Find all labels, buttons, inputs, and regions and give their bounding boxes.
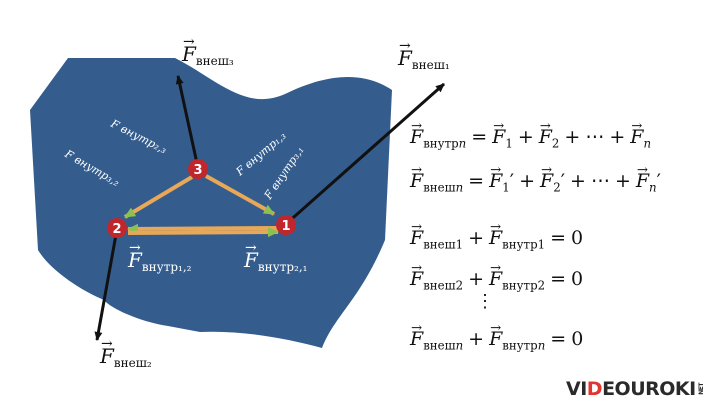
label-f-ext-3-sub: внеш₃ xyxy=(195,54,234,69)
eq4-a-idx: 2 xyxy=(455,278,464,293)
eq5-b-sub: внутр xyxy=(502,338,538,353)
node-2-label: 2 xyxy=(112,222,121,237)
vertical-ellipsis: ⋮ xyxy=(476,291,494,312)
eq2-prime2: ′ xyxy=(560,170,566,192)
eq3-b-idx: 1 xyxy=(537,237,546,252)
eq1-sub1: 1 xyxy=(505,136,513,151)
eq2-lhs-idx: n xyxy=(455,180,464,195)
internal-force-arrow-3-to-2 xyxy=(123,175,194,219)
equation-balance-2: Fвнеш2+Fвнутр2=0 xyxy=(410,262,584,293)
label-f-ext-2-sub: внеш₂ xyxy=(113,356,152,371)
eq1-term1: F xyxy=(492,120,505,147)
eq1-dots: ⋯ xyxy=(585,126,605,148)
external-force-arrow-1 xyxy=(285,82,445,226)
logo-suffix: NET xyxy=(697,383,705,395)
eq4-rhs: 0 xyxy=(571,268,584,290)
eq3-rhs: 0 xyxy=(571,227,584,249)
label-f-int-2-1: Fвнутр₂,₁ xyxy=(244,241,308,275)
external-force-arrow-3 xyxy=(175,75,200,169)
eq4-b-idx: 2 xyxy=(537,278,546,293)
equation-balance-n: Fвнешn+Fвнутрn=0 xyxy=(410,322,584,353)
eq5-rhs: 0 xyxy=(571,328,584,350)
label-f-int-1-2: Fвнутр₁,₂ xyxy=(128,241,192,275)
label-f-int-1-2-sub: внутр₁,₂ xyxy=(141,260,192,275)
label-f-ext-1-sub: внеш₁ xyxy=(411,58,450,73)
eq1-lhs-sub: внутр xyxy=(423,136,459,151)
eq2-prime1: ′ xyxy=(509,170,515,192)
node-2: 2 xyxy=(107,218,127,238)
eq2-term1: F xyxy=(489,164,502,191)
internal-force-arrow-1-to-2 xyxy=(127,223,279,234)
logo-part1: VI xyxy=(566,378,587,400)
label-f-ext-1-main: F xyxy=(398,39,412,68)
internal-force-arrow-2-to-1 xyxy=(127,227,279,238)
logo-part3: EOUROKI xyxy=(602,378,696,400)
internal-force-arrow-3-to-1 xyxy=(205,174,275,216)
label-f-ext-2-main: F xyxy=(100,337,114,366)
logo-part2: D xyxy=(586,378,603,400)
node-3: 3 xyxy=(188,159,208,179)
eq3-a-idx: 1 xyxy=(455,237,464,252)
node-1: 1 xyxy=(276,215,296,235)
eq1-lhs-idx: n xyxy=(458,136,467,151)
equation-internal-sum: Fвнутрn=F1+F2+⋯+Fn xyxy=(410,120,652,151)
label-f-ext-3: Fвнеш₃ xyxy=(182,35,234,69)
eq5-a-idx: n xyxy=(455,338,464,353)
label-f-ext-1: Fвнеш₁ xyxy=(398,39,450,73)
node-3-label: 3 xyxy=(193,163,202,178)
eq4-b-sub: внутр xyxy=(502,278,538,293)
eq2-sub1: 1 xyxy=(502,180,510,195)
eq3-a-sub: внеш xyxy=(423,237,456,252)
external-force-arrow-2 xyxy=(94,228,119,341)
eq1-term2: F xyxy=(539,120,552,147)
label-f-int-2-1-sub: внутр₂,₁ xyxy=(257,260,308,275)
label-f-int-2-1-main: F xyxy=(244,241,258,270)
eq5-a-sub: внеш xyxy=(423,338,456,353)
eq2-sub-n: n xyxy=(649,180,657,195)
eq2-term2: F xyxy=(540,164,553,191)
label-f-ext-3-main: F xyxy=(182,35,196,64)
eq1-sub-n: n xyxy=(643,136,652,151)
eq4-a-sub: внеш xyxy=(423,278,456,293)
label-f-int-1-2-main: F xyxy=(128,241,142,270)
equation-balance-1: Fвнеш1+Fвнутр1=0 xyxy=(410,221,584,252)
eq2-lhs-sub: внеш xyxy=(423,180,456,195)
node-1-label: 1 xyxy=(281,219,290,234)
eq1-sub2: 2 xyxy=(551,136,560,151)
eq2-dots: ⋯ xyxy=(590,170,610,192)
eq2-prime-n: ′ xyxy=(656,170,661,192)
equation-external-sum: Fвнешn=F1′+F2′+⋯+Fn′ xyxy=(410,164,661,195)
eq5-b-idx: n xyxy=(537,338,546,353)
eq1-term-n: F xyxy=(630,120,643,147)
label-f-ext-2: Fвнеш₂ xyxy=(100,337,152,371)
eq2-sub2: 2 xyxy=(553,180,561,195)
eq2-term-n: F xyxy=(636,164,649,191)
body-shape xyxy=(30,58,392,348)
eq3-b-sub: внутр xyxy=(502,237,538,252)
